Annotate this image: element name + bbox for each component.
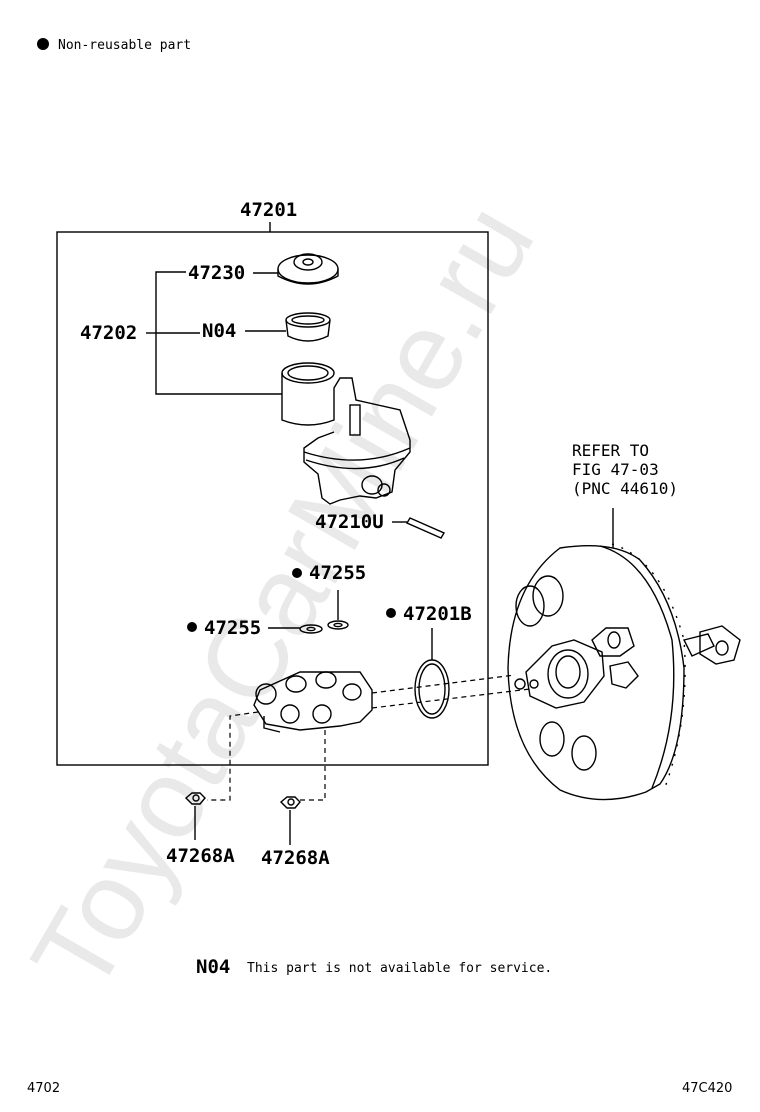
master-cylinder-icon	[253, 671, 373, 733]
refer-line-1: REFER TO	[572, 441, 649, 460]
non-reusable-bullet-icon	[292, 568, 302, 578]
part-47230-label[interactable]: 47230	[188, 262, 245, 284]
nut-left-icon	[184, 792, 206, 805]
watermark: ToyotaCarMine.ru	[8, 184, 558, 1012]
part-47201-label[interactable]: 47201	[240, 199, 297, 221]
reservoir-tank-icon	[281, 362, 411, 505]
non-reusable-bullet-icon	[187, 622, 197, 632]
nut-right-icon	[279, 796, 301, 809]
part-47202-label[interactable]: 47202	[80, 322, 137, 344]
footnote-text: This part is not available for service.	[247, 961, 552, 976]
assembly-frame	[56, 231, 489, 766]
part-n04-label[interactable]: N04	[202, 320, 236, 342]
non-reusable-bullet-icon	[386, 608, 396, 618]
part-47201b-label[interactable]: 47201B	[403, 603, 472, 625]
part-47255-upper-label[interactable]: 47255	[309, 562, 366, 584]
non-reusable-bullet-icon	[37, 38, 49, 50]
footnote-code: N04	[196, 956, 230, 978]
brake-booster-icon	[507, 543, 741, 801]
refer-line-3: (PNC 44610)	[572, 479, 678, 498]
part-47268a-left-label[interactable]: 47268A	[166, 845, 235, 867]
pin-icon	[405, 517, 446, 539]
page-code-right: 47C420	[682, 1081, 732, 1096]
part-47210u-label[interactable]: 47210U	[315, 511, 384, 533]
grommet-lower-icon	[299, 624, 323, 634]
legend: Non-reusable part	[37, 38, 191, 53]
page-code-left: 4702	[27, 1081, 60, 1096]
legend-label: Non-reusable part	[58, 38, 191, 53]
part-47255-lower-label[interactable]: 47255	[204, 617, 261, 639]
o-ring-icon	[414, 659, 450, 719]
part-47268a-right-label[interactable]: 47268A	[261, 847, 330, 869]
refer-line-2: FIG 47-03	[572, 460, 659, 479]
reservoir-cap-icon	[277, 253, 339, 285]
strainer-icon	[285, 312, 331, 342]
grommet-upper-icon	[327, 620, 349, 630]
